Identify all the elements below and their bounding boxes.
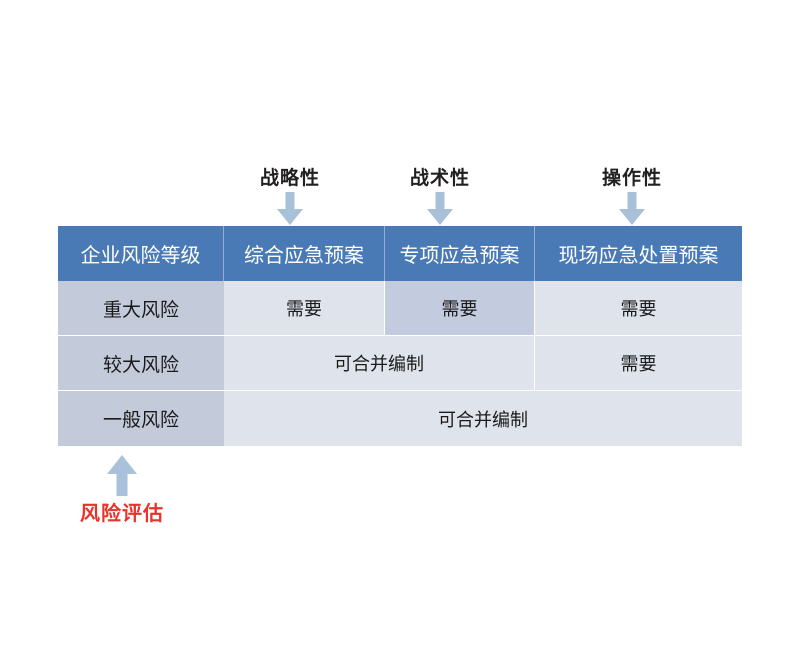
cell-major-special: 需要 (385, 281, 535, 336)
arrow-up-icon-risk-assessment (105, 455, 139, 502)
table-row: 重大风险 需要 需要 需要 (58, 281, 742, 336)
arrow-down-icon-operational (617, 192, 647, 231)
cell-major-comprehensive: 需要 (224, 281, 385, 336)
row-header-major-risk: 重大风险 (58, 281, 224, 336)
row-header-general-risk: 一般风险 (58, 391, 224, 446)
risk-emergency-plan-table: 企业风险等级 综合应急预案 专项应急预案 现场应急处置预案 重大风险 需要 需要… (58, 226, 742, 446)
column-header-special-plan: 专项应急预案 (385, 226, 535, 281)
annotation-label-strategic: 战略性 (259, 168, 321, 189)
annotation-label-operational: 操作性 (601, 168, 663, 189)
cell-general-merged-plans: 可合并编制 (224, 391, 742, 446)
row-header-moderate-risk: 较大风险 (58, 336, 224, 391)
column-header-comprehensive-plan: 综合应急预案 (224, 226, 385, 281)
annotation-label-risk-assessment: 风险评估 (80, 503, 164, 525)
cell-moderate-merged-plans: 可合并编制 (224, 336, 535, 391)
table-row: 一般风险 可合并编制 (58, 391, 742, 446)
column-header-onsite-plan: 现场应急处置预案 (535, 226, 742, 281)
cell-major-onsite: 需要 (535, 281, 742, 336)
column-header-risk-level: 企业风险等级 (58, 226, 224, 281)
table-row: 较大风险 可合并编制 需要 (58, 336, 742, 391)
annotation-label-tactical: 战术性 (409, 168, 471, 189)
table-header-row: 企业风险等级 综合应急预案 专项应急预案 现场应急处置预案 (58, 226, 742, 281)
arrow-down-icon-strategic (275, 192, 305, 231)
arrow-down-icon-tactical (425, 192, 455, 231)
cell-moderate-onsite: 需要 (535, 336, 742, 391)
